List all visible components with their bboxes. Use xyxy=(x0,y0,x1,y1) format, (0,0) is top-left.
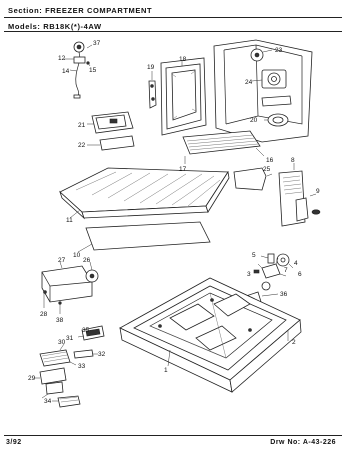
wire-shelf-part xyxy=(182,130,265,164)
floor-insulation-panel-part xyxy=(77,221,211,253)
evaporator-duct-part xyxy=(233,163,321,227)
callout-19: 19 xyxy=(147,64,155,71)
callout-29: 29 xyxy=(28,375,36,382)
callout-labels: 12 37 14 15 19 18 23 24 20 21 22 16 17 8… xyxy=(28,40,320,405)
drawing-value: A-43-226 xyxy=(302,439,336,446)
cabinet-base-part xyxy=(119,277,302,393)
callout-25: 25 xyxy=(263,166,271,173)
callout-2: 2 xyxy=(292,339,296,346)
models-value: RB18K(*)-4AW xyxy=(43,22,102,31)
callout-4: 4 xyxy=(294,260,298,267)
drain-parts-group xyxy=(34,325,105,408)
section-header: Section: FREEZER COMPARTMENT xyxy=(8,6,152,15)
callout-31: 31 xyxy=(66,335,74,342)
footer-divider xyxy=(4,435,342,436)
callout-3: 3 xyxy=(247,271,251,278)
freezer-door-panel-part xyxy=(160,57,207,136)
callout-27: 27 xyxy=(58,257,66,264)
fan-motor-assembly-part xyxy=(41,261,99,314)
exploded-parts-diagram: 12 37 14 15 19 18 23 24 20 21 22 16 17 8… xyxy=(28,39,321,408)
hinge-bracket-part xyxy=(148,71,157,109)
callout-10: 10 xyxy=(73,252,81,259)
callout-35: 35 xyxy=(82,327,90,334)
callout-12: 12 xyxy=(58,55,66,62)
thermostat-control-part xyxy=(64,41,93,99)
models-divider xyxy=(4,31,342,32)
models-header: Models: RB18K(*)-4AW xyxy=(8,22,102,31)
freezer-floor-divider-part xyxy=(59,167,230,220)
callout-20: 20 xyxy=(250,117,258,124)
callout-26: 26 xyxy=(83,257,91,264)
callout-18: 18 xyxy=(179,56,187,63)
callout-36: 36 xyxy=(280,291,288,298)
callout-24: 24 xyxy=(245,79,253,86)
callout-28: 28 xyxy=(40,311,48,318)
models-label: Models: xyxy=(8,22,41,31)
callout-1: 1 xyxy=(164,367,168,374)
revision-date: 3/92 xyxy=(6,439,22,446)
callout-21: 21 xyxy=(78,122,86,129)
section-label: Section: xyxy=(8,6,43,15)
callout-9: 9 xyxy=(316,188,320,195)
callout-22: 22 xyxy=(78,142,86,149)
callout-16: 16 xyxy=(266,157,274,164)
callout-33: 33 xyxy=(78,363,86,370)
callout-34: 34 xyxy=(44,398,52,405)
callout-5: 5 xyxy=(252,252,256,259)
callout-37: 37 xyxy=(93,40,101,47)
callout-23: 23 xyxy=(275,47,283,54)
callout-15: 15 xyxy=(89,67,97,74)
drawing-label: Drw No: xyxy=(270,439,301,446)
callout-6: 6 xyxy=(298,271,302,278)
callout-11: 11 xyxy=(66,217,73,224)
freezer-liner-cabinet-part xyxy=(213,39,313,143)
callout-8: 8 xyxy=(291,157,295,164)
callout-30: 30 xyxy=(58,339,66,346)
callout-14: 14 xyxy=(62,68,70,75)
evaporator-fan-part xyxy=(253,253,294,291)
callout-7: 7 xyxy=(284,267,288,274)
drawing-number: Drw No: A-43-226 xyxy=(270,439,336,446)
callout-17: 17 xyxy=(179,166,187,173)
callout-38: 38 xyxy=(56,317,64,324)
section-name: FREEZER COMPARTMENT xyxy=(45,6,153,15)
callout-32: 32 xyxy=(98,351,106,358)
control-housing-part xyxy=(87,111,135,151)
header-divider xyxy=(4,17,342,18)
